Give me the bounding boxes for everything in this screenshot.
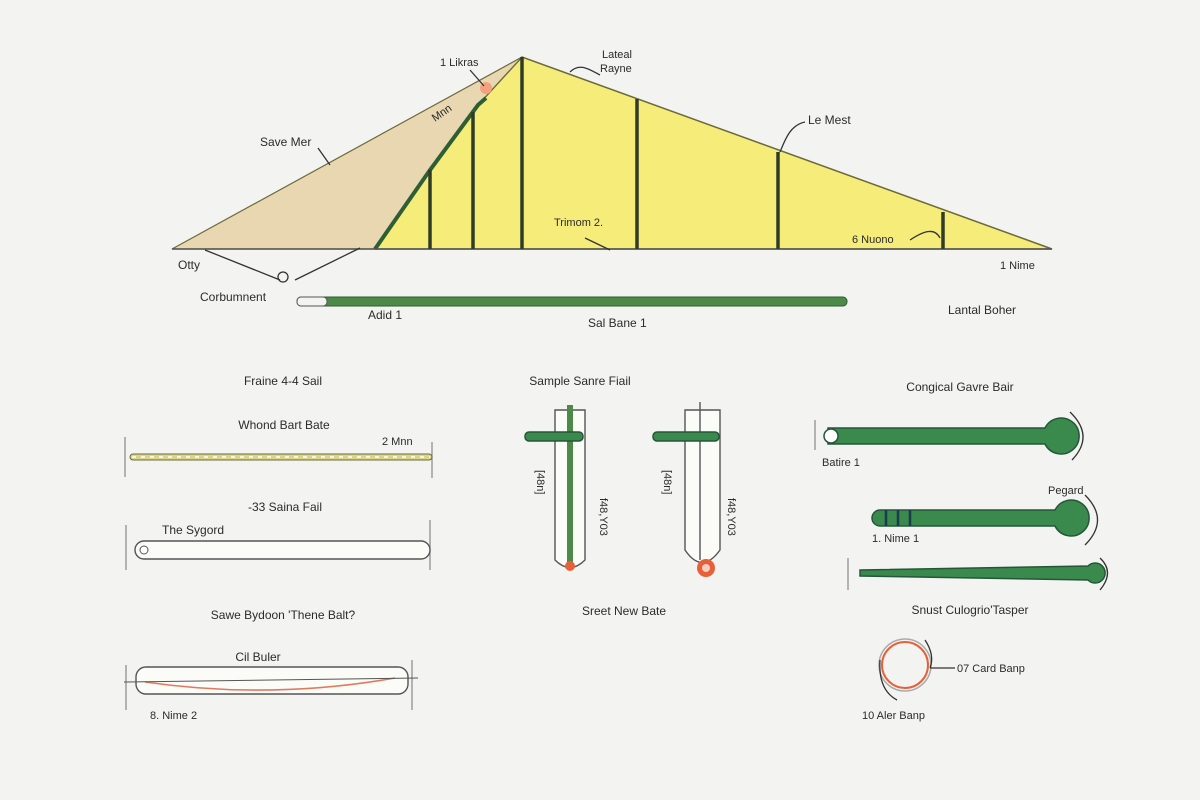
tube-batten-1 <box>567 405 573 565</box>
right-panel-title: Congical Gavre Bair <box>906 380 1013 394</box>
item3-title: Sawe Bydoon 'Thene Balt? <box>211 608 356 622</box>
tapered-batten-3 <box>859 562 1106 584</box>
batten-stripes <box>884 510 912 526</box>
batten-bar <box>296 296 848 307</box>
tapered-batten-2 <box>871 499 1090 537</box>
tube1-label-a: [48n] <box>534 470 546 494</box>
item3-label: Cil Buler <box>235 650 280 664</box>
tube-tip-1 <box>565 561 575 571</box>
dimension-brackets <box>124 437 433 478</box>
leader-line <box>569 66 601 76</box>
ring-arrow <box>879 659 898 701</box>
left-panel: Fraine 4-4 Sail Whond Bart Bate 2 Mnn -3… <box>123 374 433 722</box>
batten-tube <box>134 540 431 560</box>
label-luff: Save Mer <box>260 135 311 149</box>
tapered-batten-1 <box>827 417 1080 455</box>
leader-line <box>779 121 806 153</box>
item2-label: The Sygord <box>162 523 224 537</box>
main-sail: 1 Likras Lateal Rayne Save Mer Mnn Le Me… <box>171 49 1053 330</box>
ring-leader <box>924 639 955 669</box>
rotation-arrow <box>1069 411 1084 461</box>
label-top-right-2: Rayne <box>600 63 632 75</box>
label-clew: 1 Nime <box>1000 260 1035 272</box>
tube-end <box>139 545 149 555</box>
middle-panel-title: Sample Sanre Fiail <box>529 374 630 388</box>
batten-end-hole <box>823 428 839 444</box>
bar2-top: Pegard <box>1048 485 1083 497</box>
label-middle: Trimom 2. <box>554 217 603 229</box>
bar2-label: 1. Nime 1 <box>872 533 919 545</box>
connector-ring <box>277 271 289 283</box>
ring-outer <box>878 638 932 692</box>
tube-crossbar-2 <box>652 431 720 442</box>
item1-dim: 2 Mnn <box>382 436 413 448</box>
tube1-label-b: f48,Y03 <box>597 498 609 536</box>
leader-line <box>909 230 941 241</box>
tube2-label-b: f48,Y03 <box>725 498 737 536</box>
right-caption: Snust Culogrio'Tasper <box>911 603 1028 617</box>
item3-note: 8. Nime 2 <box>150 710 197 722</box>
middle-panel: Sample Sanre Fiail [48n] f48,Y03 [48n] f… <box>524 374 737 618</box>
label-top-left: 1 Likras <box>440 57 479 69</box>
bar1-label: Batire 1 <box>822 457 860 469</box>
label-tack: Otty <box>178 258 200 272</box>
leader-line <box>469 69 485 87</box>
item2-title: -33 Saina Fail <box>248 500 322 514</box>
right-panel: Congical Gavre Bair Batire 1 Pegard 1. N… <box>814 380 1109 722</box>
middle-caption: Sreet New Bate <box>582 604 666 618</box>
dimension-brackets <box>125 660 413 710</box>
dotted-batten <box>129 453 433 461</box>
label-side-note: Lantal Boher <box>948 303 1016 317</box>
cord-ends <box>123 677 419 683</box>
ring-band <box>881 641 929 689</box>
item1-title: Whond Bart Bate <box>238 418 330 432</box>
inner-green-luff <box>373 96 488 251</box>
connector-lines <box>204 247 361 281</box>
batten-end-cap <box>296 296 328 307</box>
tube2-label-a: [48n] <box>661 470 673 494</box>
batten-cord <box>144 677 396 691</box>
rotation-arrow <box>1084 494 1099 546</box>
left-panel-title: Fraine 4-4 Sail <box>244 374 322 388</box>
label-top-right: Lateal <box>602 49 632 61</box>
ring-label-1: 07 Card Banp <box>957 663 1025 675</box>
leader-line <box>584 237 611 251</box>
label-batten-start: Adid 1 <box>368 308 402 322</box>
leader-line <box>317 147 331 166</box>
label-leech: Le Mest <box>808 113 851 127</box>
tube-crossbar-1 <box>524 431 584 442</box>
batten-pocket <box>135 666 409 695</box>
label-right-batten: 6 Nuono <box>852 234 894 246</box>
tube-tip-2-center <box>702 564 710 572</box>
dimension-brackets <box>125 520 431 570</box>
ring-label-2: 10 Aler Banp <box>862 710 925 722</box>
label-batten-name: Sal Bane 1 <box>588 316 647 330</box>
label-connector: Corbumnent <box>200 290 267 304</box>
rotation-arrow <box>1099 557 1109 591</box>
